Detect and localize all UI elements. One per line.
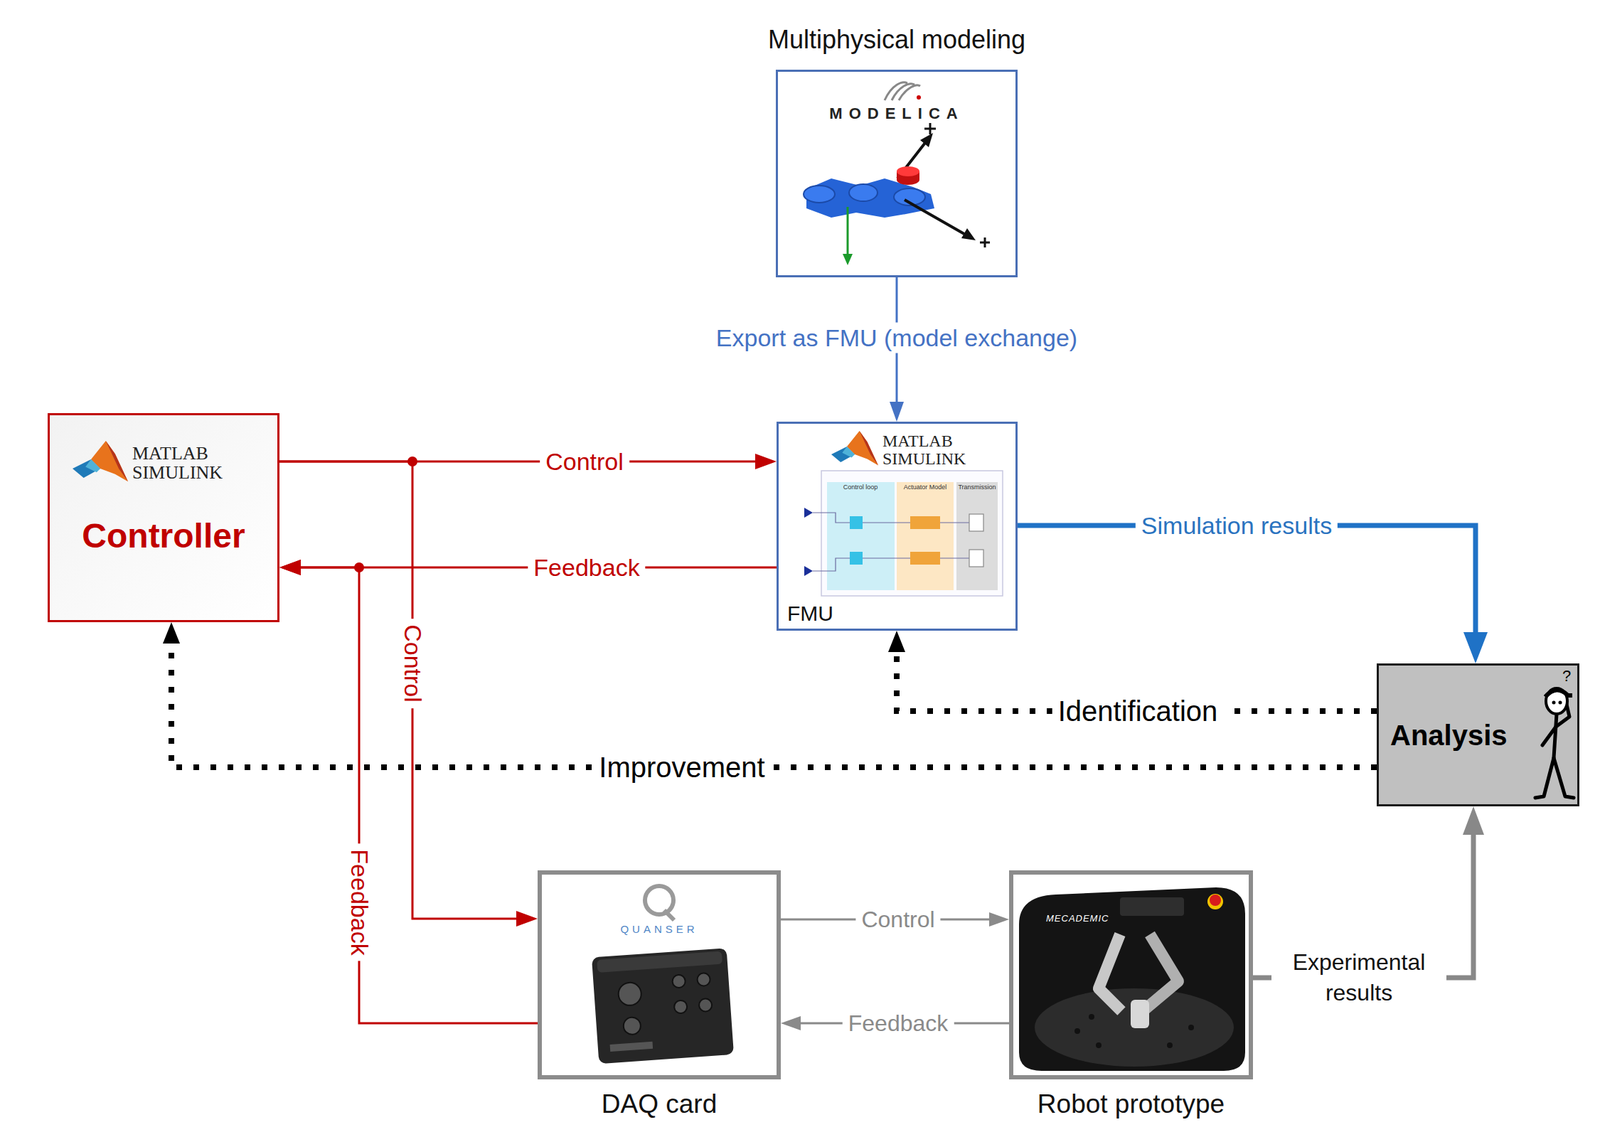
arrow-head xyxy=(279,559,301,576)
edge-label: Feedback xyxy=(842,1009,955,1039)
connector-line xyxy=(279,461,520,919)
arrow-head xyxy=(1463,632,1488,664)
box-heading: Robot prototype xyxy=(1037,1089,1225,1120)
box-title: Analysis xyxy=(1390,718,1508,751)
arrow-head xyxy=(888,630,906,653)
connector-line xyxy=(1017,525,1476,638)
edge-label: Feedback xyxy=(344,843,375,961)
connector xyxy=(279,559,538,1024)
daq-box: QUANSERDAQ card xyxy=(537,870,781,1080)
connector xyxy=(1017,525,1488,664)
panel-label: Actuator Model xyxy=(903,483,948,491)
logo-text: MATLAB SIMULINK xyxy=(132,443,247,483)
box-heading: DAQ card xyxy=(601,1089,717,1120)
robot-box: MECADEMICRobot prototype xyxy=(1009,870,1253,1080)
node-illustration xyxy=(777,71,1016,276)
panel-label: Control loop xyxy=(843,483,879,491)
edge-label: Simulation results xyxy=(1135,510,1338,542)
box-title: FMU xyxy=(787,601,834,626)
edge-label: Control xyxy=(539,446,630,478)
edge-label: Feedback xyxy=(527,552,645,584)
edge-label: Control xyxy=(855,905,941,935)
edge-label: Control xyxy=(397,618,429,709)
connector-line xyxy=(297,567,539,1024)
panel-label: Transmission xyxy=(957,483,996,491)
controller-box: MATLAB SIMULINK Controller xyxy=(47,413,280,623)
arrow-head xyxy=(989,912,1010,927)
arrow-head xyxy=(889,401,904,422)
node-illustration xyxy=(541,874,777,1076)
fmu-box: MATLAB SIMULINK FMU xyxy=(776,421,1018,631)
connector-line xyxy=(171,640,1377,768)
logo-text: MODELICA xyxy=(829,104,964,124)
connector xyxy=(279,456,538,927)
edge-label: Identification xyxy=(1052,694,1224,729)
edge-label: Improvement xyxy=(593,750,771,786)
logo-text: MECADEMIC xyxy=(1046,913,1109,924)
model-box: Multiphysical modelingMODELICA xyxy=(775,69,1018,278)
arrow-head xyxy=(516,910,538,927)
arrow-head xyxy=(1462,806,1485,835)
node-illustration xyxy=(1013,874,1249,1076)
arrow-head xyxy=(279,559,301,576)
arrow-head xyxy=(780,1016,801,1031)
connector xyxy=(162,622,1377,768)
junction-dot xyxy=(354,562,365,573)
arrow-head xyxy=(755,453,777,470)
logo-text: MATLAB SIMULINK xyxy=(882,432,990,468)
logo-text: QUANSER xyxy=(620,923,698,936)
edge-label: Experimental results xyxy=(1271,945,1447,1010)
box-heading: Multiphysical modeling xyxy=(768,24,1026,55)
question-mark: ? xyxy=(1562,667,1571,686)
box-title: Controller xyxy=(81,516,245,556)
junction-dot xyxy=(407,456,418,467)
arrow-head xyxy=(162,622,180,644)
analysis-box: Analysis xyxy=(1376,663,1580,807)
edge-label: Export as FMU (model exchange) xyxy=(710,322,1084,354)
